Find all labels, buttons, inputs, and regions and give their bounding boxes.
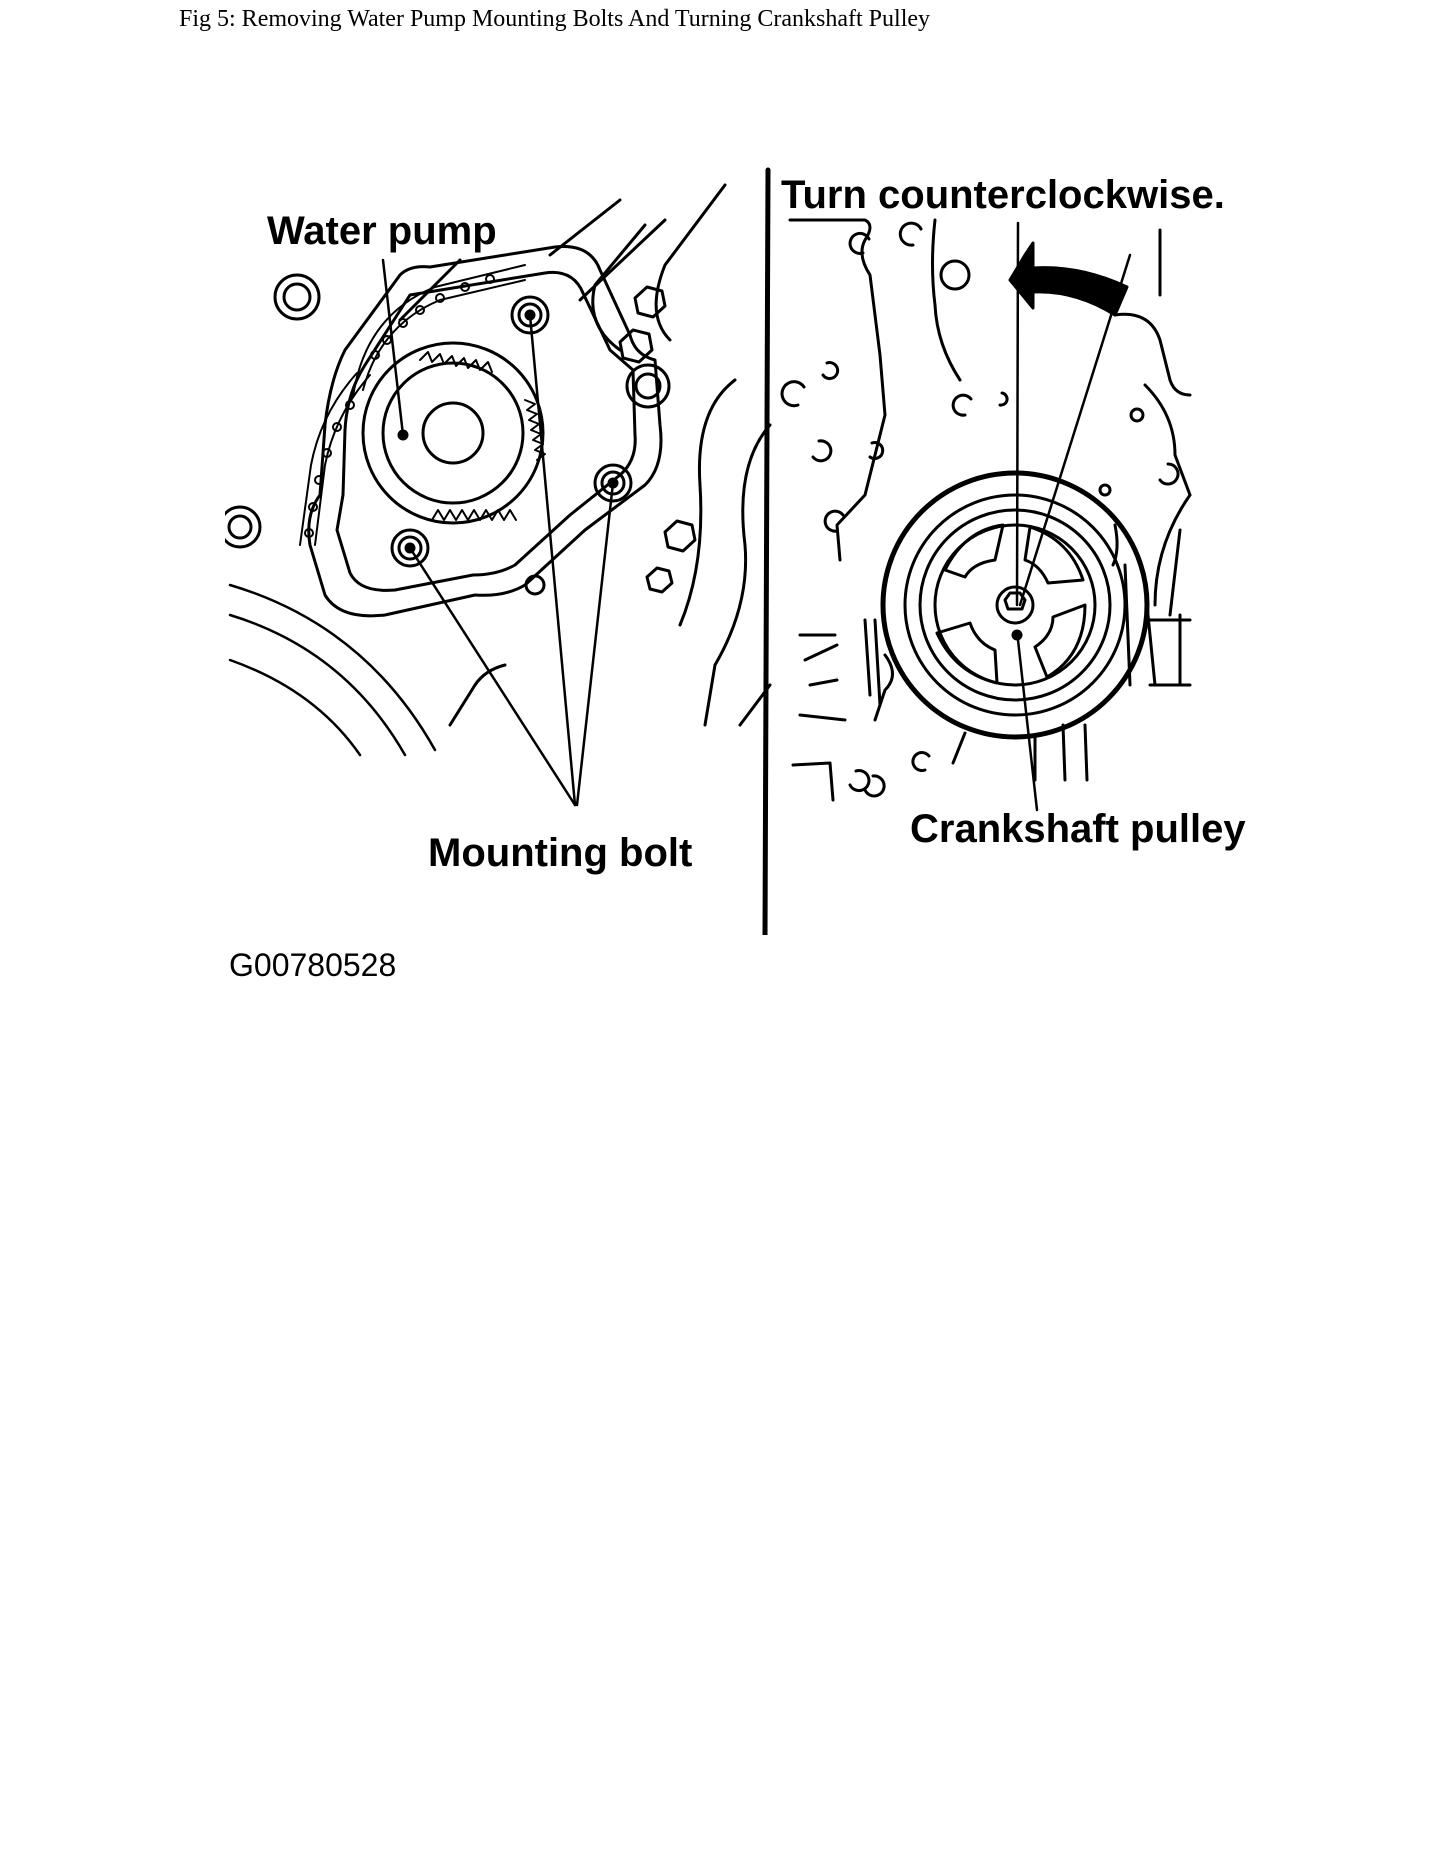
- water-pump-panel: [225, 183, 772, 807]
- mounting-bolt-label: Mounting bolt: [428, 831, 693, 875]
- panel-divider: [762, 167, 771, 935]
- figure-code: G00780528: [229, 947, 397, 983]
- figure-illustration: Water pump Turn counterclockwise. Mounti…: [225, 165, 1305, 935]
- crankshaft-panel: [780, 218, 1192, 812]
- crankshaft-pulley-label: Crankshaft pulley: [910, 807, 1246, 851]
- figure-caption: Fig 5: Removing Water Pump Mounting Bolt…: [179, 6, 931, 32]
- turn-direction-label: Turn counterclockwise.: [781, 173, 1225, 217]
- water-pump-label: Water pump: [267, 209, 497, 253]
- engine-line-drawing: [225, 167, 1192, 935]
